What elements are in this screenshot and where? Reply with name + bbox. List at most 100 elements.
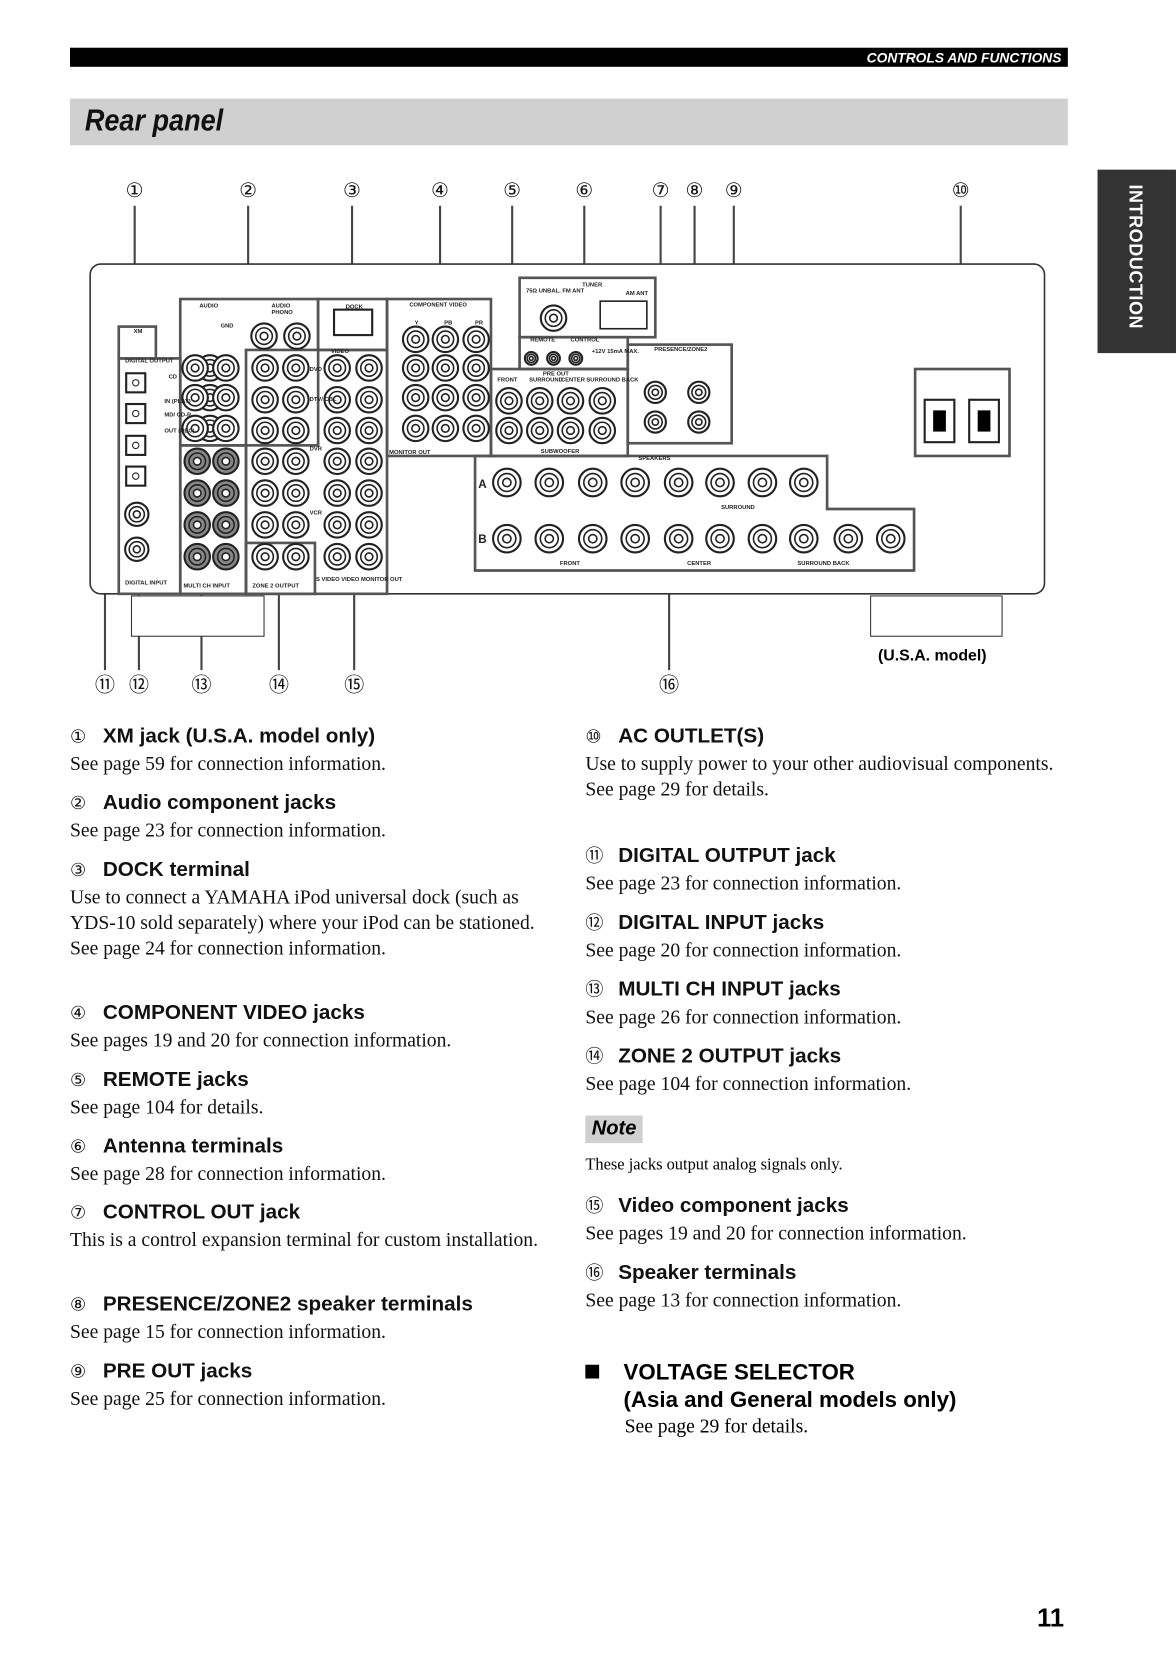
item-title: CONTROL OUT jack xyxy=(102,1200,301,1224)
rca-jack xyxy=(181,383,209,412)
item-number: ⑪ xyxy=(585,846,604,868)
item-number: ⑨ xyxy=(69,1361,87,1383)
rca-jack xyxy=(546,350,561,366)
item-title: PRE OUT jacks xyxy=(102,1359,253,1383)
rca-jack xyxy=(323,447,351,476)
rca-jack xyxy=(355,354,383,382)
panel-label: IN (PLAY) xyxy=(164,399,190,405)
model-label: (U.S.A. model) xyxy=(878,648,987,665)
panel-label: PRE OUT xyxy=(543,371,569,377)
note-text: These jacks output analog signals only. xyxy=(585,1155,843,1174)
panel-label: REMOTE xyxy=(530,337,555,343)
rca-jack xyxy=(251,479,279,507)
panel-label: S VIDEO VIDEO MONITOR OUT xyxy=(316,577,403,583)
rca-jack xyxy=(401,383,430,412)
rca-jack xyxy=(747,467,778,498)
panel-label: AUDIO xyxy=(199,304,218,310)
panel-label: GND xyxy=(221,324,234,330)
panel-section xyxy=(626,343,734,445)
rca-jack xyxy=(705,467,735,498)
rca-jack xyxy=(183,447,212,476)
rca-jack xyxy=(462,325,490,354)
rca-jack xyxy=(462,354,490,382)
rca-jack xyxy=(323,511,351,539)
rca-jack xyxy=(620,467,651,498)
panel-label: SURROUND xyxy=(721,505,755,511)
outlet-slot xyxy=(977,410,991,432)
callout-number: ⑩ xyxy=(952,180,970,202)
foot-left xyxy=(130,595,265,637)
panel-section xyxy=(913,367,1011,458)
panel-label: COMPONENT VIDEO xyxy=(409,302,467,308)
panel-label: FRONT xyxy=(560,561,581,567)
item-body: See page 23 for connection information. xyxy=(585,873,902,895)
rca-jack xyxy=(355,385,383,414)
rca-jack xyxy=(534,523,565,554)
rca-jack xyxy=(568,350,584,366)
item-number: ⑯ xyxy=(585,1262,604,1285)
callout-number: ⑦ xyxy=(652,180,670,202)
rca-jack xyxy=(212,447,240,476)
panel-label: MONITOR OUT xyxy=(389,450,431,456)
callout-number: ⑫ xyxy=(129,673,149,696)
item-number: ⑩ xyxy=(585,726,602,748)
rca-jack xyxy=(663,523,694,554)
panel-label: DIGITAL OUTPUT xyxy=(125,359,174,365)
section-header: CONTROLS AND FUNCTIONS xyxy=(69,47,1068,67)
panel-label: DVR xyxy=(310,447,323,453)
rca-jack xyxy=(663,467,694,498)
rca-jack xyxy=(181,414,209,443)
item-title: Antenna terminals xyxy=(102,1134,284,1158)
rca-jack xyxy=(250,322,278,350)
rca-jack xyxy=(355,416,383,445)
rca-jack xyxy=(183,479,212,507)
panel-label: SPEAKERS xyxy=(638,456,670,462)
voltage-selector-heading: VOLTAGE SELECTOR(Asia and General models… xyxy=(585,1359,956,1414)
item-body: See page 59 for connection information. xyxy=(69,753,386,776)
optical-jack xyxy=(125,465,147,487)
panel-label: XM xyxy=(134,329,143,335)
panel-label: DTV/ CBL xyxy=(310,397,337,403)
item-body: This is a control expansion terminal for… xyxy=(69,1230,539,1252)
item-number: ⑮ xyxy=(585,1196,604,1218)
panel-label: VIDEO xyxy=(331,349,350,355)
rca-jack xyxy=(282,416,310,445)
item-number: ⑧ xyxy=(69,1294,87,1316)
rca-jack xyxy=(747,523,778,554)
rca-jack xyxy=(525,416,554,445)
item-body: Use to connect a YAMAHA iPod universal d… xyxy=(69,887,535,935)
rca-jack xyxy=(282,511,310,539)
rca-jack xyxy=(181,354,209,382)
panel-label: VCR xyxy=(310,510,323,516)
rca-jack xyxy=(323,479,351,507)
panel-label: OUT (REC) xyxy=(164,429,194,435)
panel-section xyxy=(244,348,389,596)
item-title: REMOTE jacks xyxy=(102,1067,249,1092)
rca-jack xyxy=(539,304,568,332)
rca-jack xyxy=(183,511,212,539)
page-number: 11 xyxy=(1037,1604,1064,1634)
rca-jack xyxy=(875,523,906,554)
item-title: COMPONENT VIDEO jacks xyxy=(102,1001,365,1025)
panel-label: PRESENCE/ZONE2 xyxy=(654,347,708,353)
callout-number: ④ xyxy=(431,180,449,202)
item-title: ZONE 2 OUTPUT jacks xyxy=(618,1044,842,1068)
rca-jack xyxy=(577,523,608,554)
item-body: See pages 19 and 20 for connection infor… xyxy=(585,1223,967,1245)
item-body: See page 25 for connection information. xyxy=(69,1389,386,1411)
rca-jack xyxy=(212,511,240,539)
item-number: ② xyxy=(69,793,87,815)
